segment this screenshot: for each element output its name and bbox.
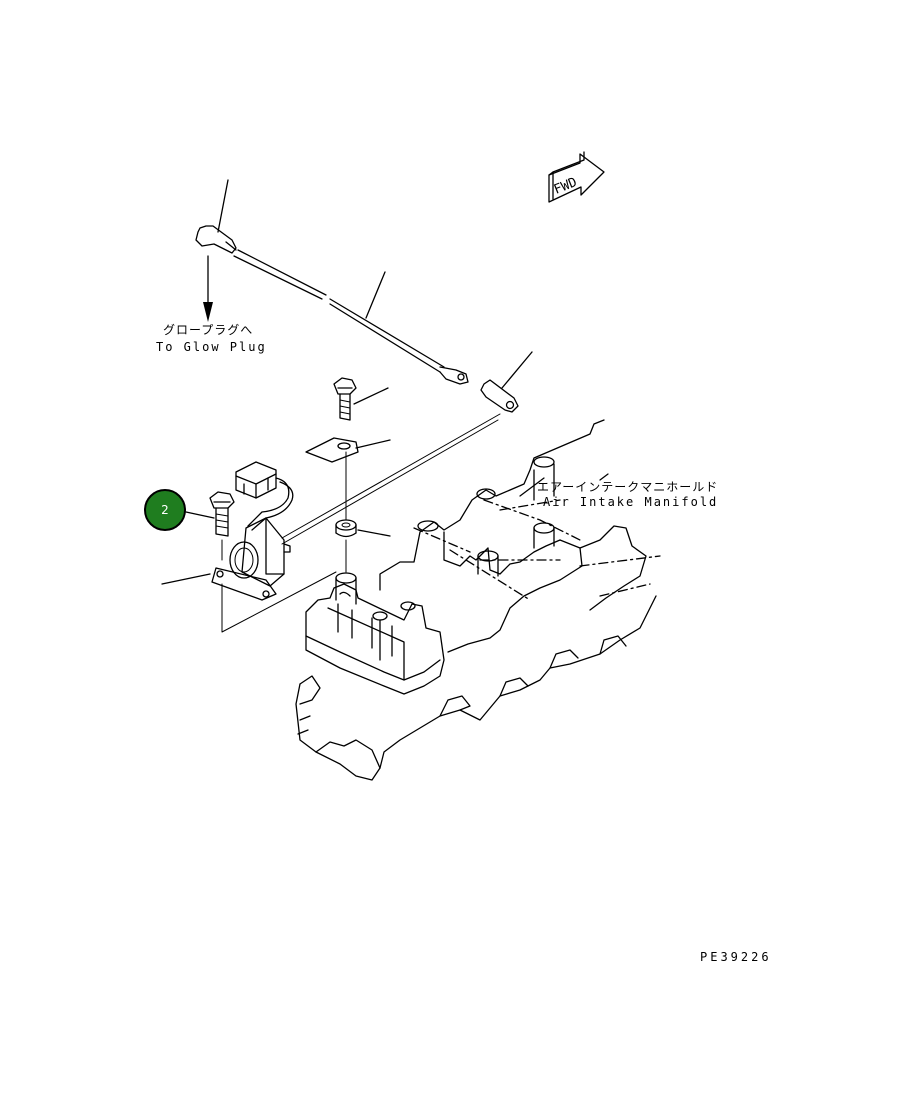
manifold-label-en: Air Intake Manifold bbox=[543, 495, 719, 509]
glow-plug-cable bbox=[195, 179, 469, 385]
glow-plug-arrow-icon bbox=[203, 255, 213, 322]
manifold-label-jp: エアーインテークマニホールド bbox=[537, 480, 719, 494]
air-intake-manifold bbox=[295, 419, 661, 781]
fwd-arrow-icon: FWD bbox=[548, 151, 605, 203]
washer-plate bbox=[305, 437, 391, 521]
drawing-code: PE39226 bbox=[700, 950, 772, 964]
part-callout-2[interactable]: 2 bbox=[144, 489, 186, 531]
spacer-collar bbox=[335, 519, 391, 573]
mounting-leader bbox=[221, 571, 337, 633]
glow-plug-label-jp: グロープラグへ bbox=[163, 323, 254, 337]
glow-relay bbox=[161, 461, 294, 601]
bolt-left bbox=[185, 491, 235, 561]
cable-terminal bbox=[281, 351, 533, 545]
glow-plug-label-en: To Glow Plug bbox=[156, 340, 267, 354]
fwd-label: FWD bbox=[552, 175, 580, 198]
bolt-upper bbox=[333, 377, 389, 421]
callout-number: 2 bbox=[161, 503, 169, 517]
